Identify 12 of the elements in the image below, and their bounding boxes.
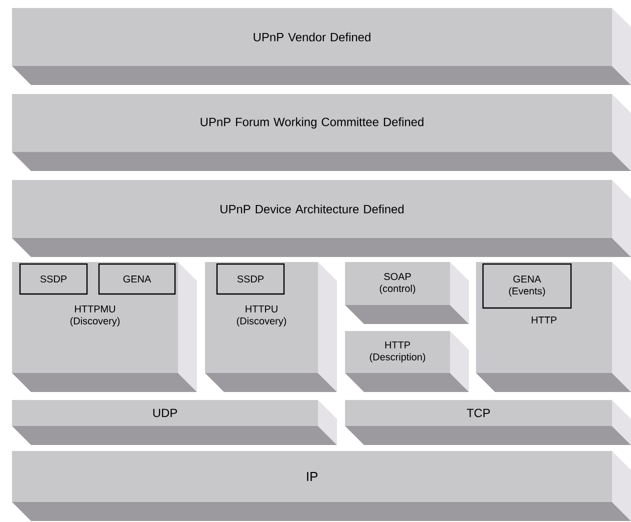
layer-block: UPnP Vendor Defined [12, 8, 631, 85]
layer-block: UDP [12, 400, 337, 445]
layer-block: HTTP (Description) [345, 330, 469, 392]
layer-block: SOAP (control) [345, 262, 469, 324]
layer-block: IP [12, 450, 631, 521]
protocol-box: SSDP [19, 263, 88, 295]
protocol-box: GENA [98, 263, 176, 295]
layer-block: UPnP Device Architecture Defined [12, 180, 631, 257]
layer-block: UPnP Forum Working Committee Defined [12, 94, 631, 171]
protocol-box: SSDP [216, 263, 285, 295]
protocol-box: GENA (Events) [482, 263, 572, 309]
layer-block: TCP [345, 400, 631, 445]
